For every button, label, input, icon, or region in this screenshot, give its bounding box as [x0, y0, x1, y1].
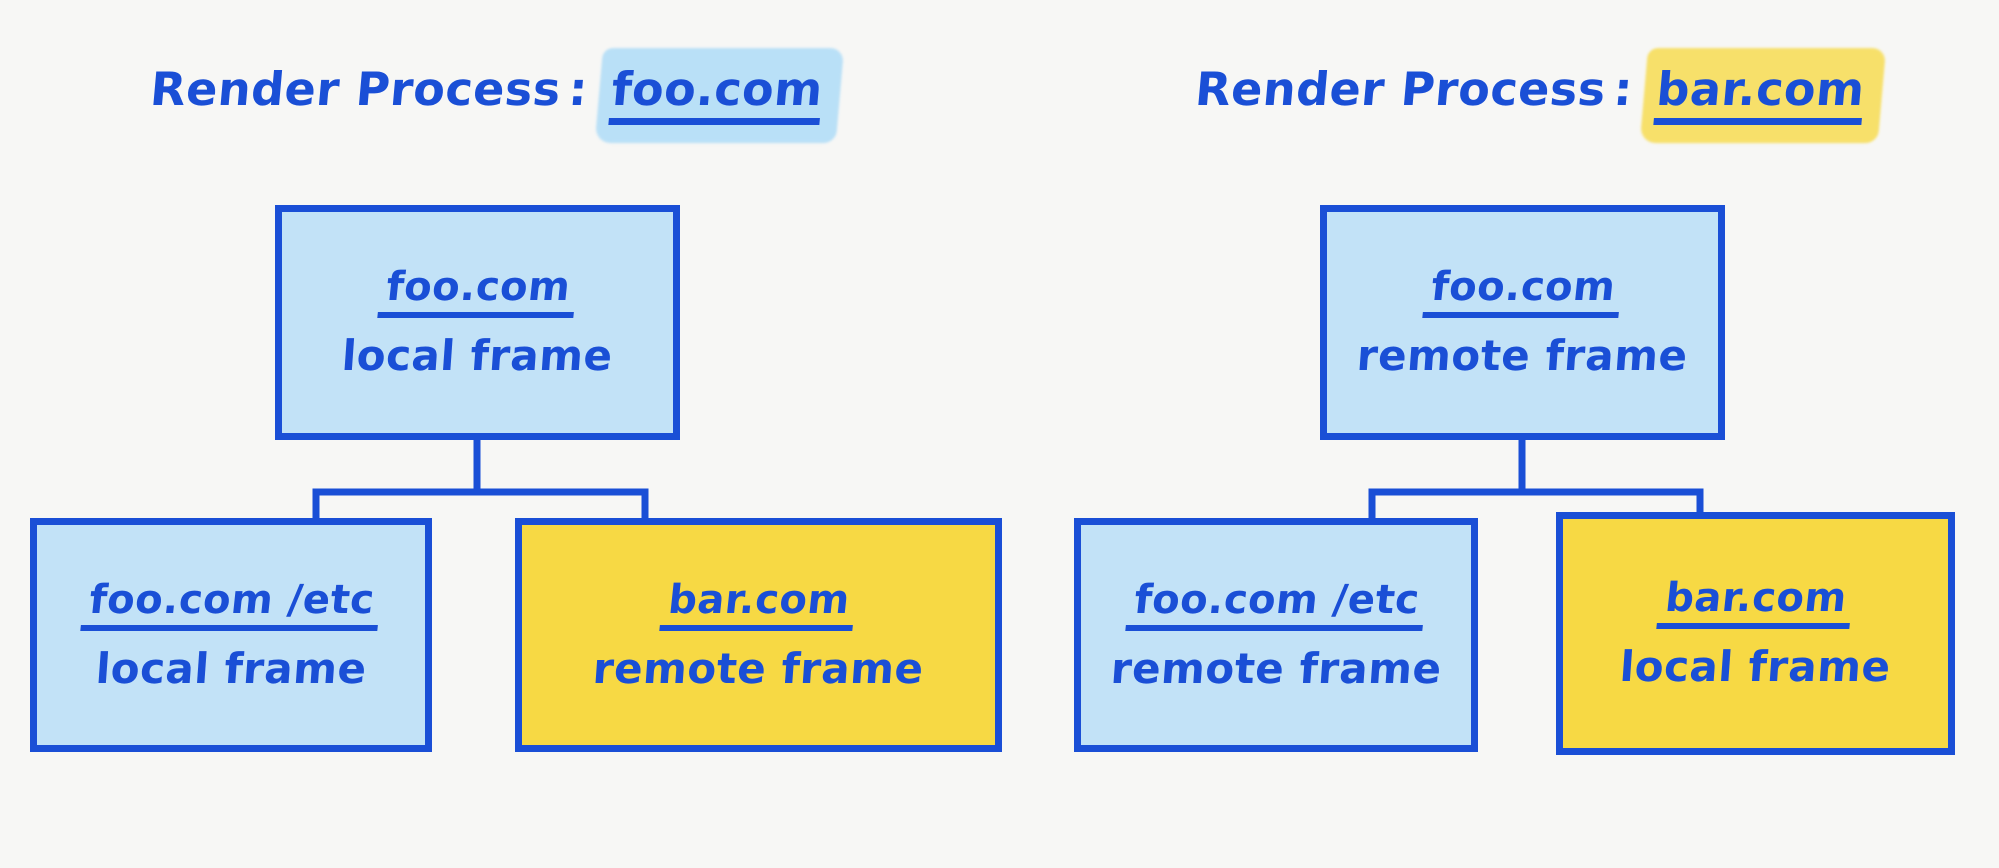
node-right-root-frametype: remote frame [1355, 331, 1690, 381]
node-left-root[interactable]: foo.com local frame [275, 205, 680, 440]
node-left-child-2-frametype: remote frame [591, 643, 926, 693]
node-right-child-1-frametype: remote frame [1109, 643, 1444, 693]
node-left-child-1-frametype: local frame [94, 643, 369, 693]
node-left-child-1[interactable]: foo.com /etc local frame [30, 518, 432, 752]
process-title-left: Render Process : foo.com [147, 48, 845, 143]
process-title-left-colon: : [566, 62, 591, 116]
node-right-root-origin: foo.com [1421, 264, 1624, 319]
process-title-right-colon: : [1611, 62, 1636, 116]
node-right-child-1[interactable]: foo.com /etc remote frame [1074, 518, 1478, 752]
node-right-child-2-frametype: local frame [1618, 642, 1893, 692]
node-left-root-origin: foo.com [376, 264, 579, 319]
node-left-child-2-origin: bar.com [659, 577, 858, 631]
process-title-right-host: bar.com [1640, 48, 1887, 143]
process-title-left-host: foo.com [595, 48, 845, 143]
process-title-left-host-text: foo.com [608, 62, 826, 125]
process-title-right-host-text: bar.com [1653, 62, 1868, 125]
process-title-left-label: Render Process [148, 62, 564, 116]
node-right-root[interactable]: foo.com remote frame [1320, 205, 1725, 440]
node-left-root-frametype: local frame [340, 331, 615, 381]
node-right-child-2[interactable]: bar.com local frame [1556, 512, 1955, 755]
process-title-right: Render Process : bar.com [1192, 48, 1887, 143]
node-left-child-2[interactable]: bar.com remote frame [515, 518, 1002, 752]
node-left-child-1-origin: foo.com /etc [79, 577, 383, 631]
node-right-child-2-origin: bar.com [1656, 575, 1855, 630]
node-right-child-1-origin: foo.com /etc [1124, 577, 1428, 631]
process-title-right-label: Render Process [1193, 62, 1609, 116]
